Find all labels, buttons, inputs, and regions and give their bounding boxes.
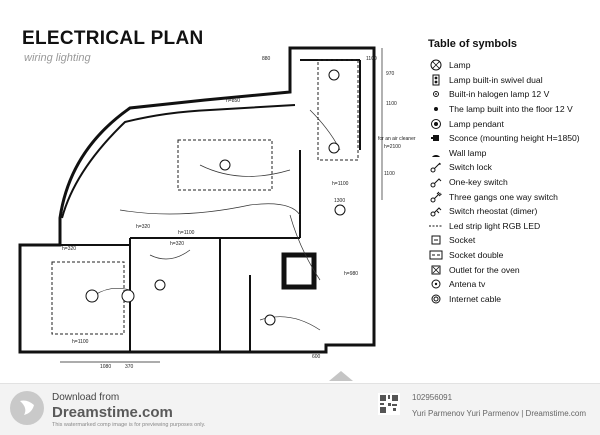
dim-top-c: 970 <box>386 71 395 77</box>
legend-item: Switch lock <box>428 160 598 175</box>
legend-label: Lamp <box>449 60 471 71</box>
curved-wall <box>61 104 296 219</box>
legend-label: Three gangs one way switch <box>449 191 558 202</box>
dim-right-b: 1100 <box>384 171 395 177</box>
legend-label: Lamp built-in swivel dual <box>449 74 543 85</box>
legend-label: Antena tv <box>449 279 486 290</box>
legend-label: One-key switch <box>449 177 508 188</box>
lamp-living <box>219 159 231 171</box>
height-label-5: h=1100 <box>178 230 195 236</box>
legend-label: Lamp pendant <box>449 118 504 129</box>
dim-bottom-c: 600 <box>312 354 321 360</box>
height-label-8: h=320 <box>136 224 150 230</box>
legend-item: One-key switch <box>428 175 598 190</box>
oven-outlet-icon <box>428 264 444 276</box>
brand-link[interactable]: Dreamstime.com <box>52 404 173 421</box>
height-label-3: h=980 <box>344 271 358 277</box>
swivel-lamp-icon <box>428 74 444 86</box>
dim-top-b: 1100 <box>366 56 377 62</box>
legend-item: The lamp built into the floor 12 V <box>428 102 598 117</box>
outer-wall <box>18 46 376 354</box>
download-label: Download from <box>52 392 120 403</box>
dim-bottom-b: 370 <box>125 364 134 370</box>
dreamstime-logo-icon <box>10 391 44 425</box>
symbol-legend: Table of symbols Lamp Lamp built-in swiv… <box>428 38 598 306</box>
watermark-footer: Download from Dreamstime.com This waterm… <box>0 383 600 435</box>
legend-item: Led strip light RGB LED <box>428 219 598 234</box>
antenna-icon <box>428 278 444 290</box>
legend-item: Lamp <box>428 58 598 73</box>
legend-item: Socket double <box>428 248 598 263</box>
legend-item: Internet cable <box>428 292 598 307</box>
lamp-bedroom <box>85 289 99 303</box>
floor-plan-drawing: 880 1100 970 1100 h=2100 1100 1300 1080 … <box>18 46 416 370</box>
wiring <box>94 109 341 331</box>
switch-lock-icon <box>428 161 444 173</box>
legend-item: Sconce (mounting height H=1850) <box>428 131 598 146</box>
watermark-notice: This watermarked comp image is for previ… <box>52 422 206 428</box>
height-label-1: h=1100 <box>332 181 349 187</box>
legend-item: Lamp built-in swivel dual <box>428 73 598 88</box>
legend-item: Socket <box>428 233 598 248</box>
legend-item: Lamp pendant <box>428 116 598 131</box>
legend-item: Built-in halogen lamp 12 V <box>428 87 598 102</box>
dim-mid-a: 1300 <box>334 198 345 204</box>
legend-label: Built-in halogen lamp 12 V <box>449 89 550 100</box>
legend-label: Sconce (mounting height H=1850) <box>449 133 580 144</box>
led-strip-living <box>177 139 273 191</box>
dim-bottom-a: 1080 <box>100 364 111 370</box>
sconce-icon <box>428 132 444 144</box>
legend-title: Table of symbols <box>428 38 518 50</box>
dimmer-switch-icon <box>428 205 444 217</box>
shaft <box>281 252 317 290</box>
led-strip-icon <box>428 220 444 232</box>
height-label-6: h=320 <box>62 246 76 252</box>
plan-note: for an air cleaner <box>378 136 416 142</box>
legend-item: Switch rheostat (dimer) <box>428 204 598 219</box>
legend-label: Wall lamp <box>449 147 487 158</box>
scroll-up-arrow-icon[interactable] <box>329 371 353 381</box>
height-label-4: h=850 <box>226 98 240 104</box>
one-key-switch-icon <box>428 176 444 188</box>
legend-item: Wall lamp <box>428 146 598 161</box>
wall-lamp-icon <box>428 147 444 159</box>
lamp-hall <box>334 204 346 216</box>
legend-item: Three gangs one way switch <box>428 189 598 204</box>
lamp-kitchen-2 <box>328 142 340 154</box>
lamp-room-2 <box>264 314 276 326</box>
legend-label: Switch rheostat (dimer) <box>449 206 538 217</box>
lamp-kitchen <box>328 69 340 81</box>
qr-code-icon <box>378 393 400 415</box>
lamp-room <box>154 279 166 291</box>
lamp-bedroom-2 <box>121 289 135 303</box>
legend-label: Outlet for the oven <box>449 264 520 275</box>
floor-lamp-icon <box>428 103 444 115</box>
page-subtitle: wiring lighting <box>24 52 91 64</box>
legend-label: Internet cable <box>449 293 502 304</box>
legend-item: Outlet for the oven <box>428 262 598 277</box>
socket-double-icon <box>428 249 444 261</box>
socket-icon <box>428 234 444 246</box>
pendant-lamp-icon <box>428 118 444 130</box>
legend-label: Socket <box>449 235 476 246</box>
dim-top-d: 1100 <box>386 101 397 107</box>
height-label-2: h=320 <box>170 241 184 247</box>
image-id: 102956091 <box>412 393 453 402</box>
legend-label: The lamp built into the floor 12 V <box>449 104 573 115</box>
image-credit: Yuri Parmenov Yuri Parmenov | Dreamstime… <box>412 409 586 418</box>
legend-label: Socket double <box>449 250 504 261</box>
internet-cable-icon <box>428 293 444 305</box>
dim-top-a: 880 <box>262 56 271 62</box>
legend-label: Switch lock <box>449 162 492 173</box>
legend-item: Antena tv <box>428 277 598 292</box>
height-label-7: h=1100 <box>72 339 89 345</box>
three-gang-switch-icon <box>428 191 444 203</box>
led-strip-kitchen <box>317 59 359 161</box>
dim-right-a: h=2100 <box>384 144 401 150</box>
legend-label: Led strip light RGB LED <box>449 220 541 231</box>
page-title: ELECTRICAL PLAN <box>22 28 204 49</box>
lamp-icon <box>428 59 444 71</box>
halogen-lamp-icon <box>428 88 444 100</box>
